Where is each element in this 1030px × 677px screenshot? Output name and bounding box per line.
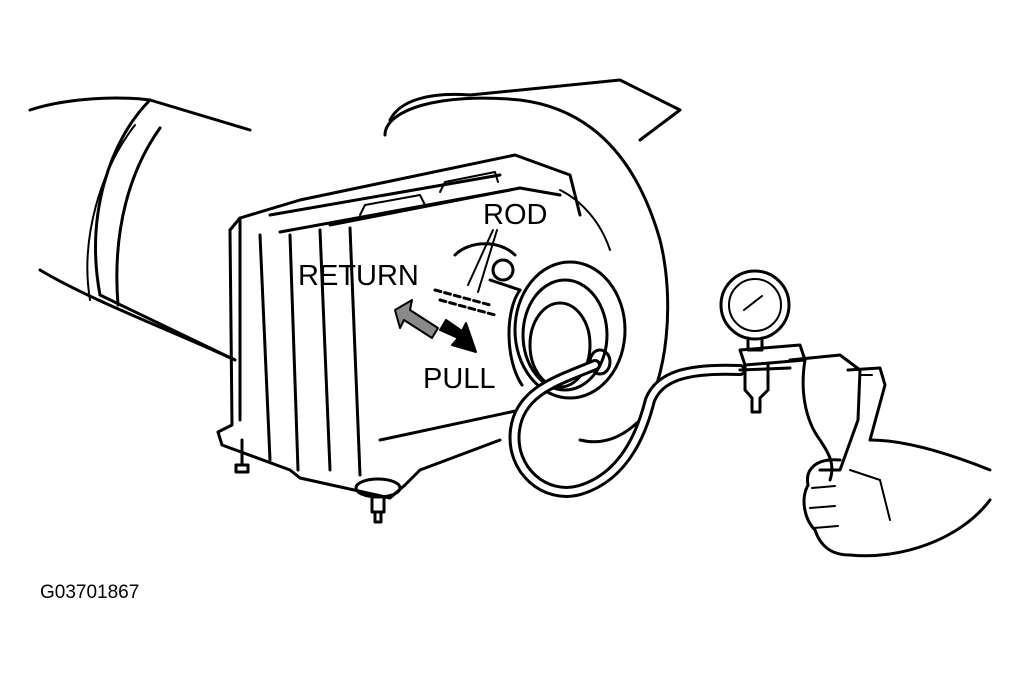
hand — [802, 438, 992, 558]
pull-label: PULL — [423, 363, 496, 395]
mounting-studs — [234, 438, 402, 524]
vacuum-hose — [508, 359, 746, 498]
air-duct — [28, 96, 252, 362]
figure-id: G03701867 — [40, 582, 140, 603]
vacuum-pump — [719, 269, 887, 482]
vacuum-actuator — [507, 260, 627, 400]
heater-housing — [383, 78, 682, 444]
return-label: RETURN — [298, 260, 419, 292]
pull-arrow-icon — [439, 319, 477, 353]
actuator-bracket — [216, 153, 582, 500]
actuator-rod — [433, 242, 522, 317]
rod-leader-lines — [467, 229, 498, 293]
return-arrow-icon — [394, 299, 439, 339]
rod-label: ROD — [483, 199, 548, 231]
